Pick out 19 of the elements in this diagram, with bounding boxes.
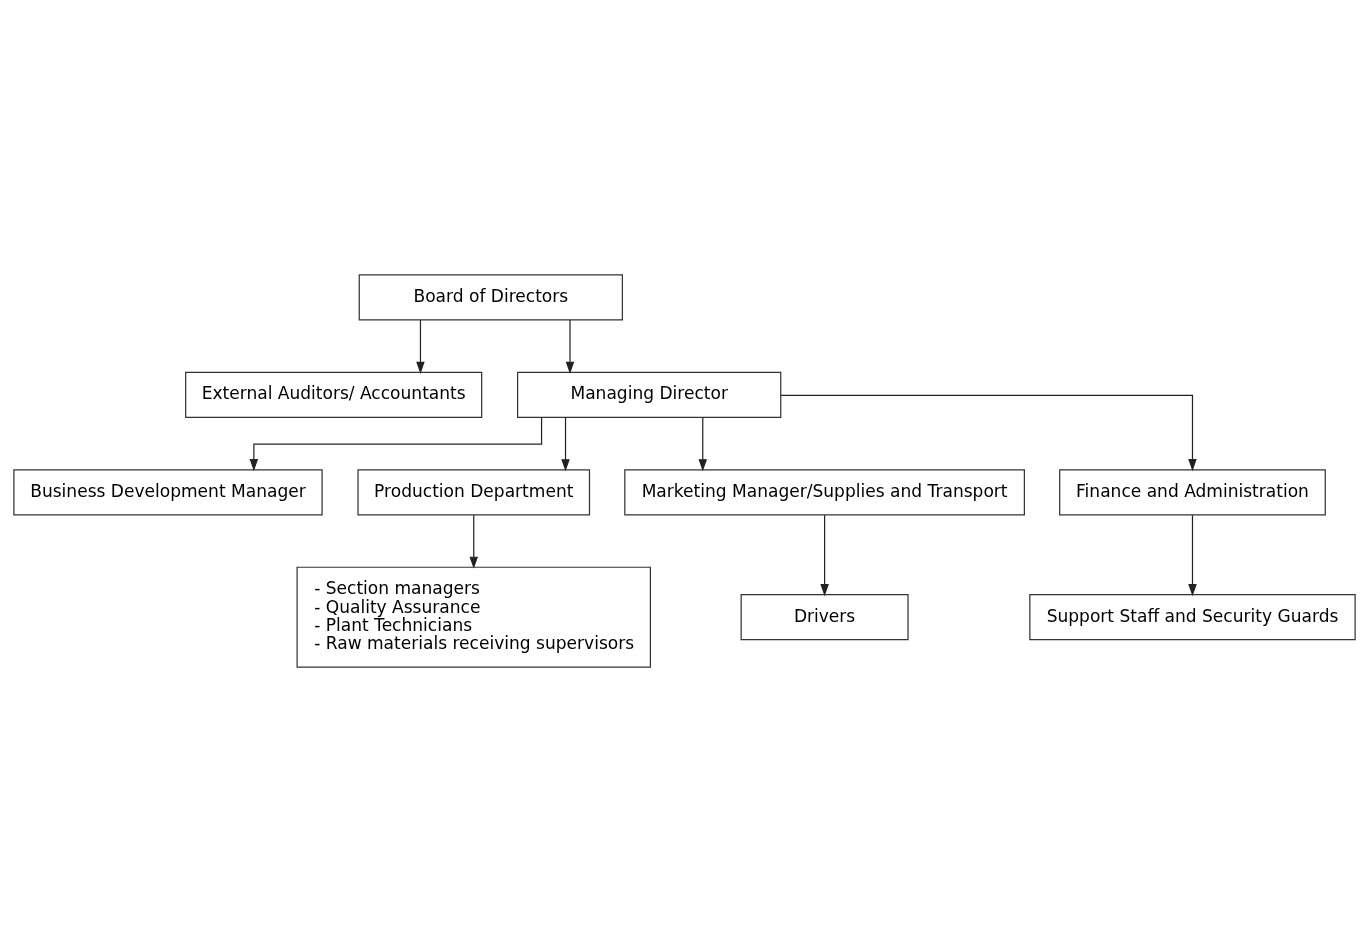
arrow <box>820 514 829 597</box>
arrow <box>1188 514 1197 597</box>
node-box: Managing Director <box>517 371 782 418</box>
arrow <box>249 417 543 472</box>
node-box: External Auditors/ Accountants <box>185 371 483 418</box>
node-box: Finance and Administration <box>1059 469 1326 516</box>
arrow <box>698 416 708 472</box>
arrow <box>416 319 425 374</box>
node-box: Business Development Manager <box>13 469 323 516</box>
node-box: Board of Directors <box>358 274 623 321</box>
arrow <box>469 514 479 569</box>
node-box: Marketing Manager/Supplies and Transport <box>624 469 1025 516</box>
node-box: Support Staff and Security Guards <box>1029 594 1356 641</box>
arrow <box>565 319 575 374</box>
arrow <box>780 394 1197 472</box>
node-box: Production Department <box>357 469 591 516</box>
node-box: - Section managers - Quality Assurance - Plant Technicians - Raw materials receiving supervisors <box>296 566 651 668</box>
arrow <box>561 416 570 472</box>
node-box: Drivers <box>740 594 909 641</box>
